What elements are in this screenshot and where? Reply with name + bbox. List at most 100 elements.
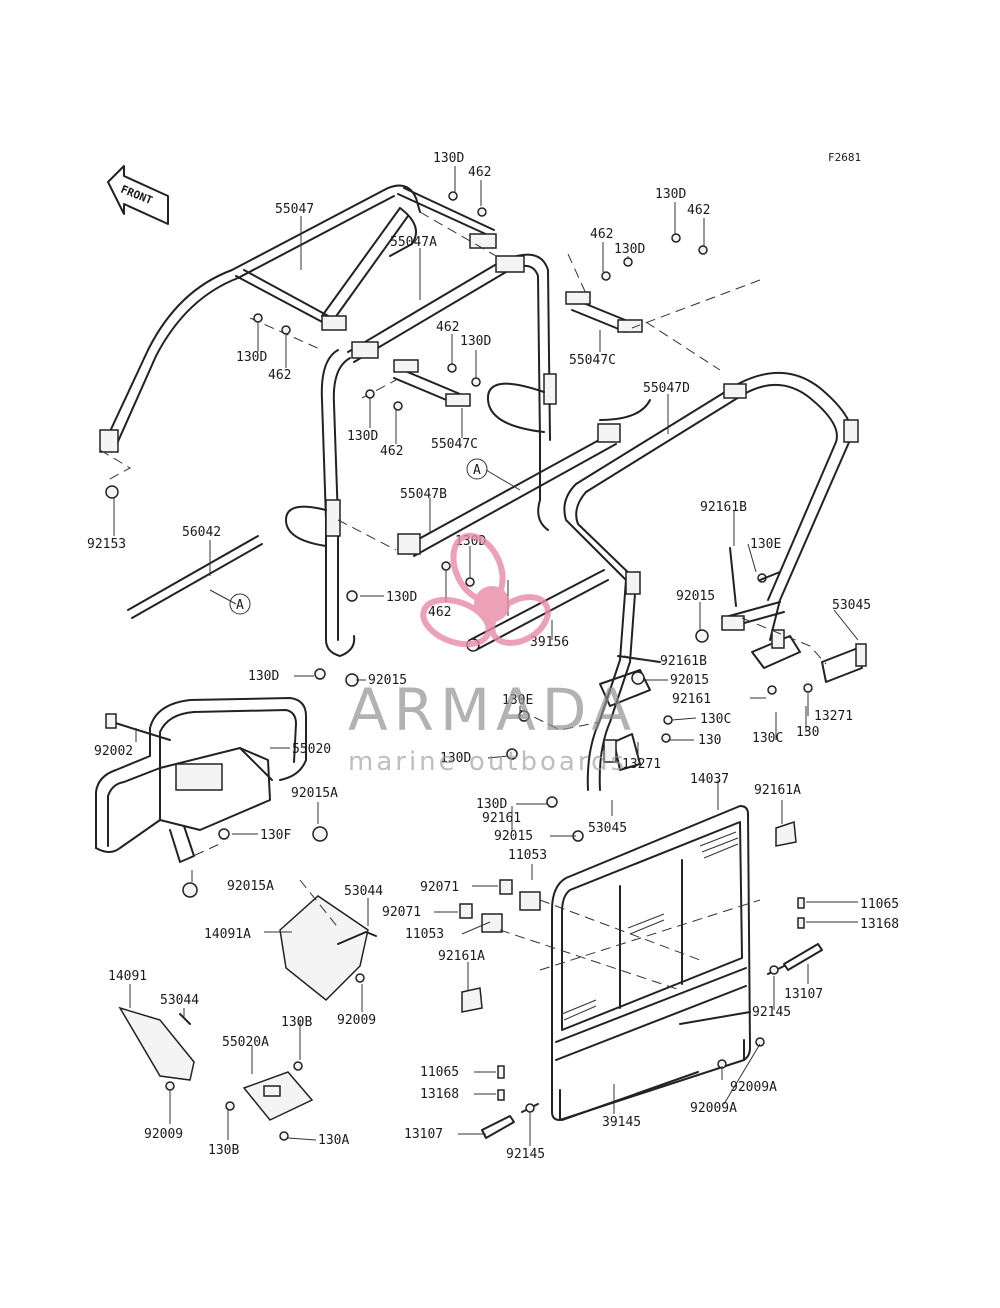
callout-label: 53045	[588, 821, 627, 836]
callout-label: 13107	[784, 987, 823, 1002]
callout-label: 462	[380, 444, 403, 459]
callout-label: 92015	[494, 829, 533, 844]
callout-label: 39156	[530, 635, 569, 650]
callout-label: 92009A	[730, 1080, 777, 1095]
watermark: ARMADA marine outboards	[348, 532, 637, 777]
callout-label: 92009	[337, 1013, 376, 1028]
callout-label: 130B	[281, 1015, 312, 1030]
callout-label: 130D	[236, 350, 267, 365]
callout-label: 14091	[108, 969, 147, 984]
callout-label: 130F	[260, 828, 291, 843]
callout-label: 462	[590, 227, 613, 242]
callout-label: 130C	[752, 731, 783, 746]
callout-label: 130D	[433, 151, 464, 166]
callout-label: 92071	[382, 905, 421, 920]
callout-label: 92015	[670, 673, 709, 688]
callout-label: 13271	[814, 709, 853, 724]
callout-label: 14037	[690, 772, 729, 787]
callout-label: 92015A	[227, 879, 274, 894]
callout-label: 56042	[182, 525, 221, 540]
guard-14091	[118, 1006, 195, 1081]
callout-label: A	[473, 463, 481, 478]
callout-label: 11065	[420, 1065, 459, 1080]
callout-label: 92161	[482, 811, 521, 826]
callout-label: 92015	[676, 589, 715, 604]
tailgate-hardware	[459, 820, 823, 1139]
callout-label: 92145	[752, 1005, 791, 1020]
callout-label: 11065	[860, 897, 899, 912]
callout-label: 92002	[94, 744, 133, 759]
reference-circle-a-lower	[229, 593, 251, 615]
figure-code: F2681	[828, 151, 861, 164]
callout-label: 92153	[87, 537, 126, 552]
callout-label: 130D	[460, 334, 491, 349]
watermark-brand: ARMADA	[348, 676, 637, 744]
callout-label: 55047D	[643, 381, 690, 396]
callout-label: 92071	[420, 880, 459, 895]
callout-label: 92009	[144, 1127, 183, 1142]
callout-label: 92145	[506, 1147, 545, 1162]
front-bumper	[95, 697, 328, 898]
callout-label: 130	[796, 725, 819, 740]
callout-label: 53045	[832, 598, 871, 613]
callout-label: 130	[698, 733, 721, 748]
callout-label: 462	[436, 320, 459, 335]
fasteners	[105, 191, 813, 1141]
propeller-logo-icon	[420, 532, 551, 648]
callout-label: 13168	[420, 1087, 459, 1102]
callout-label: 130D	[614, 242, 645, 257]
callout-label: 130E	[502, 693, 533, 708]
callout-label: 130C	[700, 712, 731, 727]
rear-bracket-assembly	[599, 601, 867, 771]
callout-label: 462	[687, 203, 710, 218]
callout-label: 53044	[160, 993, 199, 1008]
callout-label: 130B	[208, 1143, 239, 1158]
callout-label: 92161B	[660, 654, 707, 669]
callout-label: 13168	[860, 917, 899, 932]
callout-label: 13271	[622, 757, 661, 772]
callout-label: 11053	[508, 848, 547, 863]
callout-label: 14091A	[204, 927, 251, 942]
callout-label: 13107	[404, 1127, 443, 1142]
callout-label: 55047A	[390, 235, 437, 250]
callout-label: 92161B	[700, 500, 747, 515]
callout-label: 55020A	[222, 1035, 269, 1050]
callout-label: 55047B	[400, 487, 447, 502]
callout-label: 130D	[347, 429, 378, 444]
callout-label: 92161	[672, 692, 711, 707]
callout-label: 92161A	[438, 949, 485, 964]
callout-label: 55047C	[431, 437, 478, 452]
leader-lines	[113, 166, 859, 1146]
front-arrow-icon: FRONT	[107, 165, 169, 225]
callout-label: 130D	[655, 187, 686, 202]
callout-label: 53044	[344, 884, 383, 899]
callout-label: 462	[428, 605, 451, 620]
roll-cage-frame	[99, 184, 859, 791]
callout-label: 130E	[750, 537, 781, 552]
callout-label: 92161A	[754, 783, 801, 798]
reference-circle-a-upper	[466, 458, 488, 480]
callout-label: 11053	[405, 927, 444, 942]
callout-label: 130D	[386, 590, 417, 605]
bar-56042	[127, 535, 263, 619]
callout-label: 92015A	[291, 786, 338, 801]
callout-label: 55047C	[569, 353, 616, 368]
callout-label: 92015	[368, 673, 407, 688]
callout-label: A	[236, 598, 244, 613]
callout-label: 130D	[440, 751, 471, 766]
callout-label: 130D	[476, 797, 507, 812]
callout-labels: 130D 462 55047 130D 462 462 130D 55047A …	[87, 151, 899, 1162]
watermark-tagline: marine outboards	[348, 747, 627, 777]
callout-label: 130D	[248, 669, 279, 684]
guard-14091A	[279, 895, 369, 1002]
tailgate	[551, 805, 751, 1121]
callout-label: 462	[268, 368, 291, 383]
callout-label: 55020	[292, 742, 331, 757]
bracket-55020A	[242, 1071, 314, 1121]
callout-label: 462	[468, 165, 491, 180]
callout-label: 92009A	[690, 1101, 737, 1116]
callout-label: 39145	[602, 1115, 641, 1130]
callout-label: 55047	[275, 202, 314, 217]
callout-label: 130A	[318, 1133, 349, 1148]
